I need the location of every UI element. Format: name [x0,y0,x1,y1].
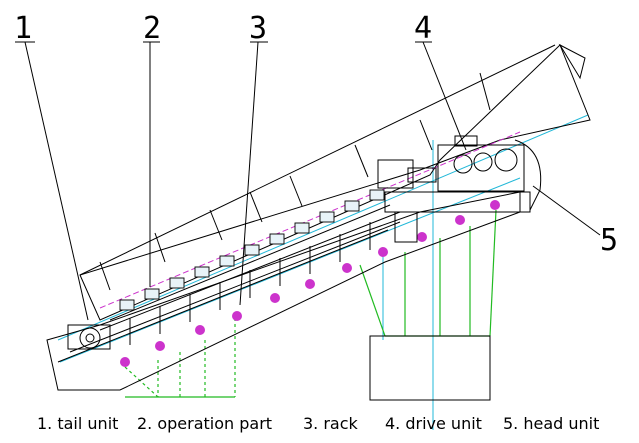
upper-cover [79,43,591,321]
caption-item-1: 1. tail unit [37,414,119,433]
drive-unit [377,135,531,243]
drive-foundation [369,335,491,401]
operation-chain [119,189,385,311]
callout-3: 3 [249,11,267,46]
tail-unit [67,324,111,350]
rack-frame [46,191,521,391]
leader-lines [15,41,601,321]
caption-item-4: 4. drive unit [385,414,482,433]
caption-item-3: 3. rack [303,414,358,433]
callout-5: 5 [600,223,618,258]
center-lines [57,114,589,430]
caption-legend: 1. tail unit 2. operation part 3. rack 4… [0,410,639,438]
head-unit [514,139,542,211]
callout-2: 2 [143,11,161,46]
caption-item-5: 5. head unit [503,414,600,433]
callout-4: 4 [414,11,432,46]
mounting-holes [120,200,500,367]
caption-item-2: 2. operation part [137,414,273,433]
callout-1: 1 [14,11,32,46]
